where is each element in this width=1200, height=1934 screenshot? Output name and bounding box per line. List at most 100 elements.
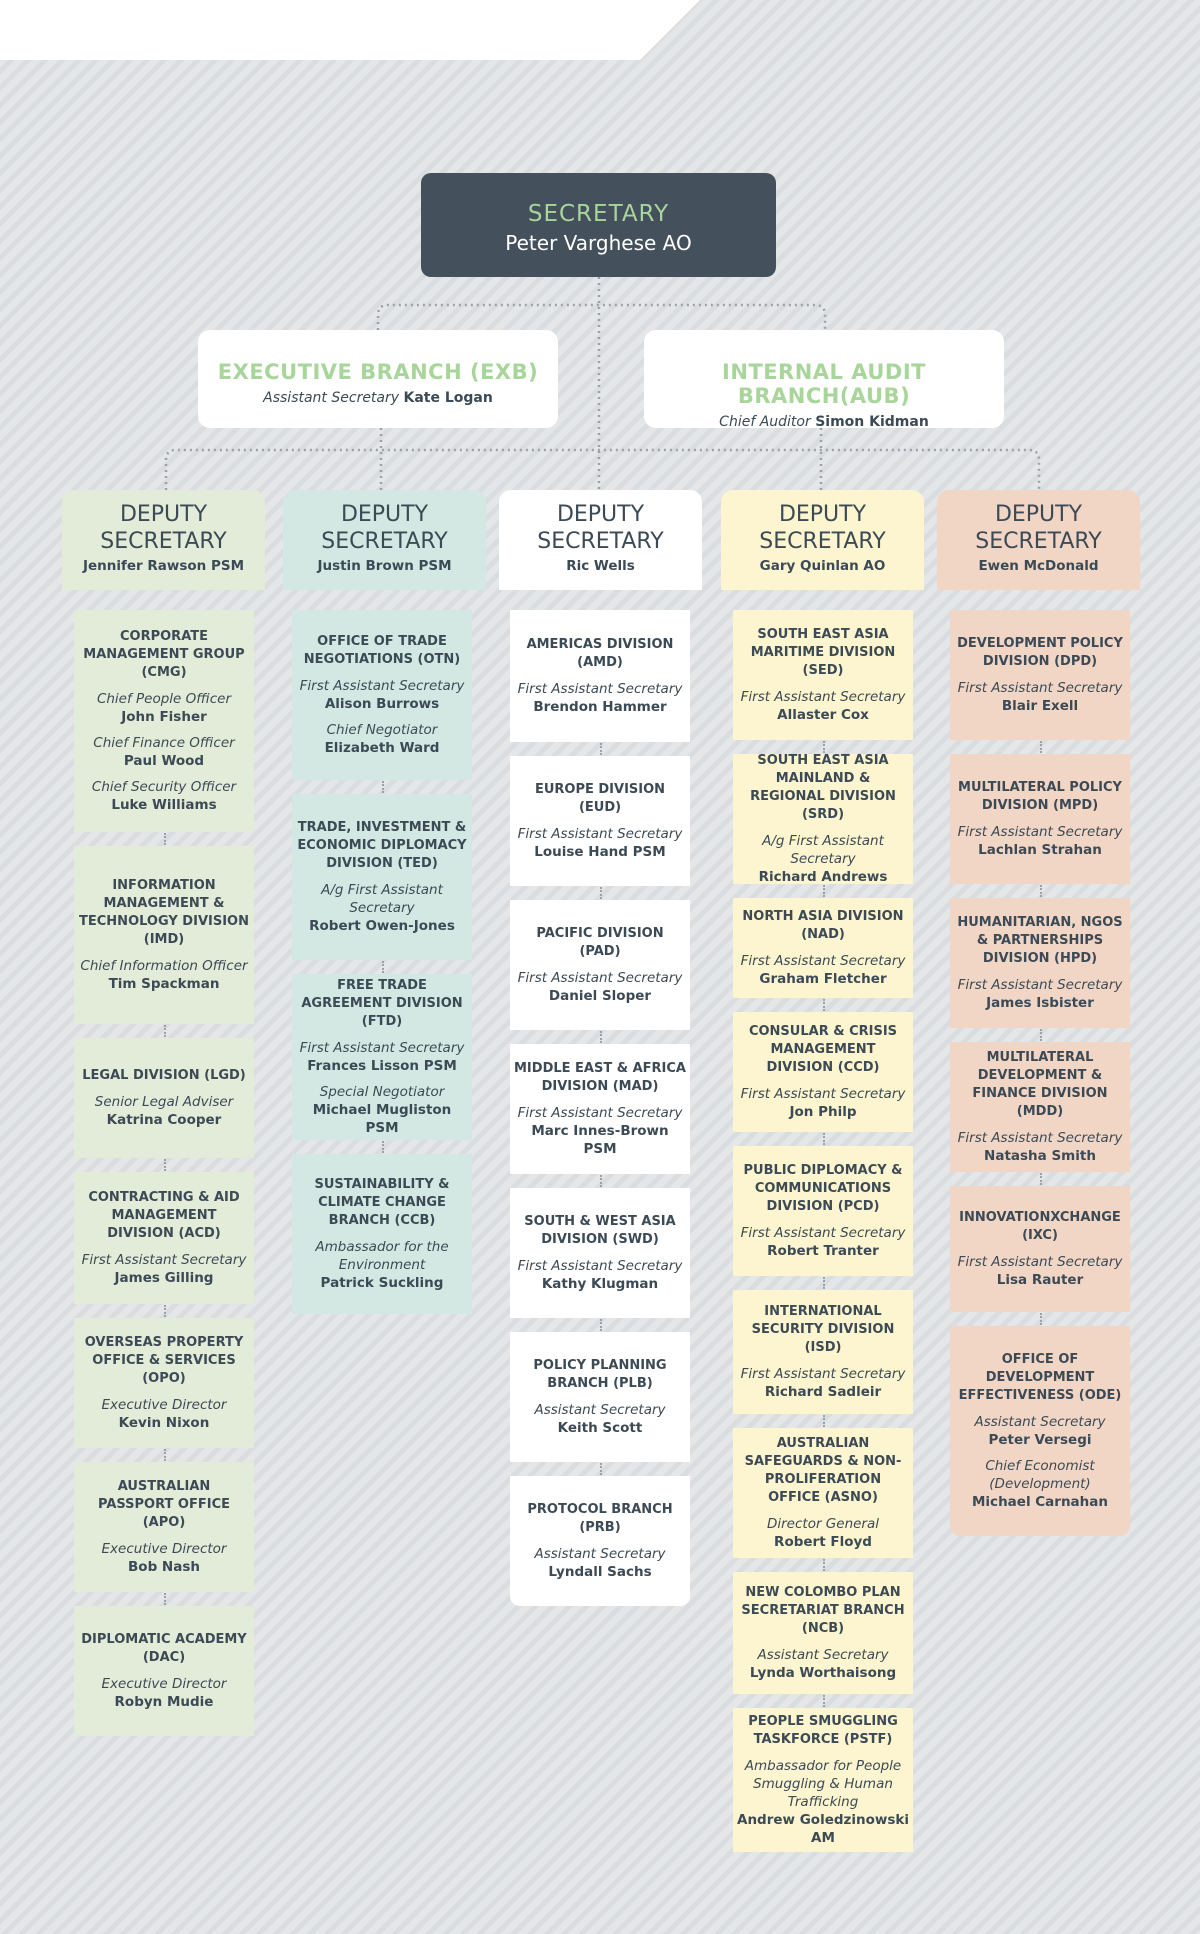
- position-title: First Assistant Secretary: [957, 1130, 1123, 1146]
- connector-dots: [950, 1172, 1130, 1186]
- division-name: INFORMATION MANAGEMENT & TECHNOLOGY DIVI…: [79, 878, 249, 947]
- position-title: First Assistant Secretary: [740, 1366, 906, 1382]
- position-title: Chief Economist (Development): [985, 1458, 1095, 1492]
- division-box: AUSTRALIAN PASSPORT OFFICE (APO)Executiv…: [74, 1462, 254, 1592]
- connector-dots: [733, 740, 913, 754]
- connector-dots: [74, 1592, 254, 1606]
- person-name: Kevin Nixon: [118, 1415, 210, 1431]
- person-name: Michael Mugliston PSM: [312, 1102, 452, 1136]
- position-title: A/g First Assistant Secretary: [762, 833, 884, 867]
- branch-title: INTERNAL AUDIT BRANCH(AUB): [722, 360, 926, 408]
- deputy-title: DEPUTY SECRETARY: [321, 502, 448, 554]
- division-box: PACIFIC DIVISION (PAD)First Assistant Se…: [510, 900, 690, 1030]
- position-title: A/g First Assistant Secretary: [321, 882, 443, 916]
- deputy-title: DEPUTY SECRETARY: [100, 502, 227, 554]
- division-name: FREE TRADE AGREEMENT DIVISION (FTD): [301, 978, 463, 1029]
- internal-audit-branch-box: INTERNAL AUDIT BRANCH(AUB) Chief Auditor…: [644, 330, 1004, 430]
- branch-role: Chief Auditor: [719, 414, 811, 430]
- division-name: SOUTH EAST ASIA MARITIME DIVISION (SED): [750, 627, 896, 678]
- division-box: SOUTH EAST ASIA MAINLAND & REGIONAL DIVI…: [733, 753, 913, 885]
- division-box: AUSTRALIAN SAFEGUARDS & NON-PROLIFERATIO…: [733, 1428, 913, 1558]
- division-name: HUMANITARIAN, NGOS & PARTNERSHIPS DIVISI…: [957, 915, 1123, 966]
- connector-dots: [733, 884, 913, 898]
- position-title: Special Negotiator: [319, 1084, 445, 1100]
- division-box: SOUTH & WEST ASIA DIVISION (SWD)First As…: [510, 1188, 690, 1318]
- division-box: INTERNATIONAL SECURITY DIVISION (ISD)Fir…: [733, 1290, 913, 1414]
- person-name: Robyn Mudie: [114, 1694, 214, 1710]
- person-name: Lachlan Strahan: [978, 842, 1102, 858]
- division-name: NORTH ASIA DIVISION (NAD): [742, 909, 904, 942]
- division-box: INNOVATIONXCHANGE (IXC)First Assistant S…: [950, 1186, 1130, 1312]
- connector-dots: [733, 1558, 913, 1572]
- position-title: First Assistant Secretary: [517, 826, 683, 842]
- division-name: DIPLOMATIC ACADEMY (DAC): [81, 1632, 247, 1665]
- position-title: Assistant Secretary: [974, 1414, 1106, 1430]
- division-box: AMERICAS DIVISION (AMD)First Assistant S…: [510, 610, 690, 742]
- branch-title: EXECUTIVE BRANCH (EXB): [217, 360, 539, 384]
- division-column: AMERICAS DIVISION (AMD) First Assistant S…: [510, 610, 690, 1606]
- position-title: First Assistant Secretary: [740, 1086, 906, 1102]
- connector-dots: [74, 1304, 254, 1318]
- person-name: Alison Burrows: [324, 696, 440, 712]
- secretary-box: SECRETARY Peter Varghese AO: [421, 173, 776, 277]
- person-name: Frances Lisson PSM: [307, 1058, 457, 1074]
- division-box: LEGAL DIVISION (LGD)Senior Legal Adviser…: [74, 1038, 254, 1158]
- person-name: James Gilling: [114, 1270, 214, 1286]
- division-column: DEVELOPMENT POLICY DIVISION (DPD)First A…: [950, 610, 1130, 1536]
- division-name: OVERSEAS PROPERTY OFFICE & SERVICES (OPO…: [84, 1335, 244, 1386]
- position-title: Assistant Secretary: [534, 1546, 666, 1562]
- division-box: DIPLOMATIC ACADEMY (DAC) Executive Direct…: [74, 1606, 254, 1736]
- position-title: First Assistant Secretary: [957, 680, 1123, 696]
- person-name: Andrew Goledzinowski AM: [737, 1812, 909, 1846]
- division-name: EUROPE DIVISION (EUD): [534, 782, 666, 815]
- deputy-name: Justin Brown PSM: [317, 558, 452, 574]
- secretary-title: SECRETARY: [527, 201, 670, 227]
- deputy-name: Jennifer Rawson PSM: [82, 558, 245, 574]
- deputy-secretary-box: DEPUTY SECRETARY Ewen McDonald: [937, 490, 1140, 590]
- person-name: Blair Exell: [1001, 698, 1079, 714]
- division-box: OFFICE OF DEVELOPMENT EFFECTIVENESS (ODE…: [950, 1326, 1130, 1536]
- division-name: SUSTAINABILITY & CLIMATE CHANGE BRANCH (…: [314, 1177, 450, 1228]
- deputy-name: Gary Quinlan AO: [759, 558, 886, 574]
- connector-dots: [510, 1174, 690, 1188]
- position-title: Ambassador for People Smuggling & Human …: [744, 1758, 902, 1810]
- connector-dots: [74, 832, 254, 846]
- person-name: James Isbister: [986, 995, 1094, 1011]
- connector-dots: [950, 1028, 1130, 1042]
- division-name: OFFICE OF DEVELOPMENT EFFECTIVENESS (ODE…: [958, 1352, 1122, 1403]
- division-box: OFFICE OF TRADE NEGOTIATIONS (OTN)First …: [292, 610, 472, 780]
- division-box: MULTILATERAL POLICY DIVISION (MPD)First …: [950, 754, 1130, 884]
- person-name: Marc Innes-Brown PSM: [531, 1123, 669, 1157]
- division-box: POLICY PLANNING BRANCH (PLB)Assistant Se…: [510, 1332, 690, 1462]
- division-name: AUSTRALIAN PASSPORT OFFICE (APO): [97, 1479, 230, 1530]
- person-name: Elizabeth Ward: [324, 740, 440, 756]
- deputy-name: Ewen McDonald: [978, 558, 1099, 574]
- position-title: Chief Security Officer: [91, 779, 237, 795]
- deputy-secretary-box: DEPUTY SECRETARY Jennifer Rawson PSM: [62, 490, 265, 590]
- connector-dots: [733, 1414, 913, 1428]
- deputy-title: DEPUTY SECRETARY: [759, 502, 886, 554]
- division-box: SOUTH EAST ASIA MARITIME DIVISION (SED)F…: [733, 610, 913, 740]
- position-title: Assistant Secretary: [757, 1647, 889, 1663]
- connector-dots: [510, 1318, 690, 1332]
- person-name: Robert Floyd: [774, 1534, 872, 1550]
- connector-dots: [950, 884, 1130, 898]
- position-title: Executive Director: [101, 1676, 227, 1692]
- branch-role: Assistant Secretary: [263, 390, 400, 406]
- division-box: CONSULAR & CRISIS MANAGEMENT DIVISION (C…: [733, 1012, 913, 1132]
- executive-branch-box: EXECUTIVE BRANCH (EXB) Assistant Secreta…: [198, 330, 558, 428]
- division-box: PUBLIC DIPLOMACY & COMMUNICATIONS DIVISI…: [733, 1146, 913, 1276]
- person-name: Daniel Sloper: [548, 988, 652, 1004]
- division-box: TRADE, INVESTMENT & ECONOMIC DIPLOMACY D…: [292, 794, 472, 960]
- person-name: Jon Philp: [789, 1104, 857, 1120]
- person-name: Robert Tranter: [767, 1243, 879, 1259]
- connector-dots: [733, 998, 913, 1012]
- division-name: AMERICAS DIVISION (AMD): [526, 637, 674, 670]
- connector-dots: [950, 740, 1130, 754]
- division-name: AUSTRALIAN SAFEGUARDS & NON-PROLIFERATIO…: [744, 1436, 902, 1505]
- person-name: Kathy Klugman: [541, 1276, 659, 1292]
- deputy-secretary-box: DEPUTY SECRETARY Justin Brown PSM: [283, 490, 486, 590]
- deputy-title: DEPUTY SECRETARY: [975, 502, 1102, 554]
- position-title: First Assistant Secretary: [517, 1105, 683, 1121]
